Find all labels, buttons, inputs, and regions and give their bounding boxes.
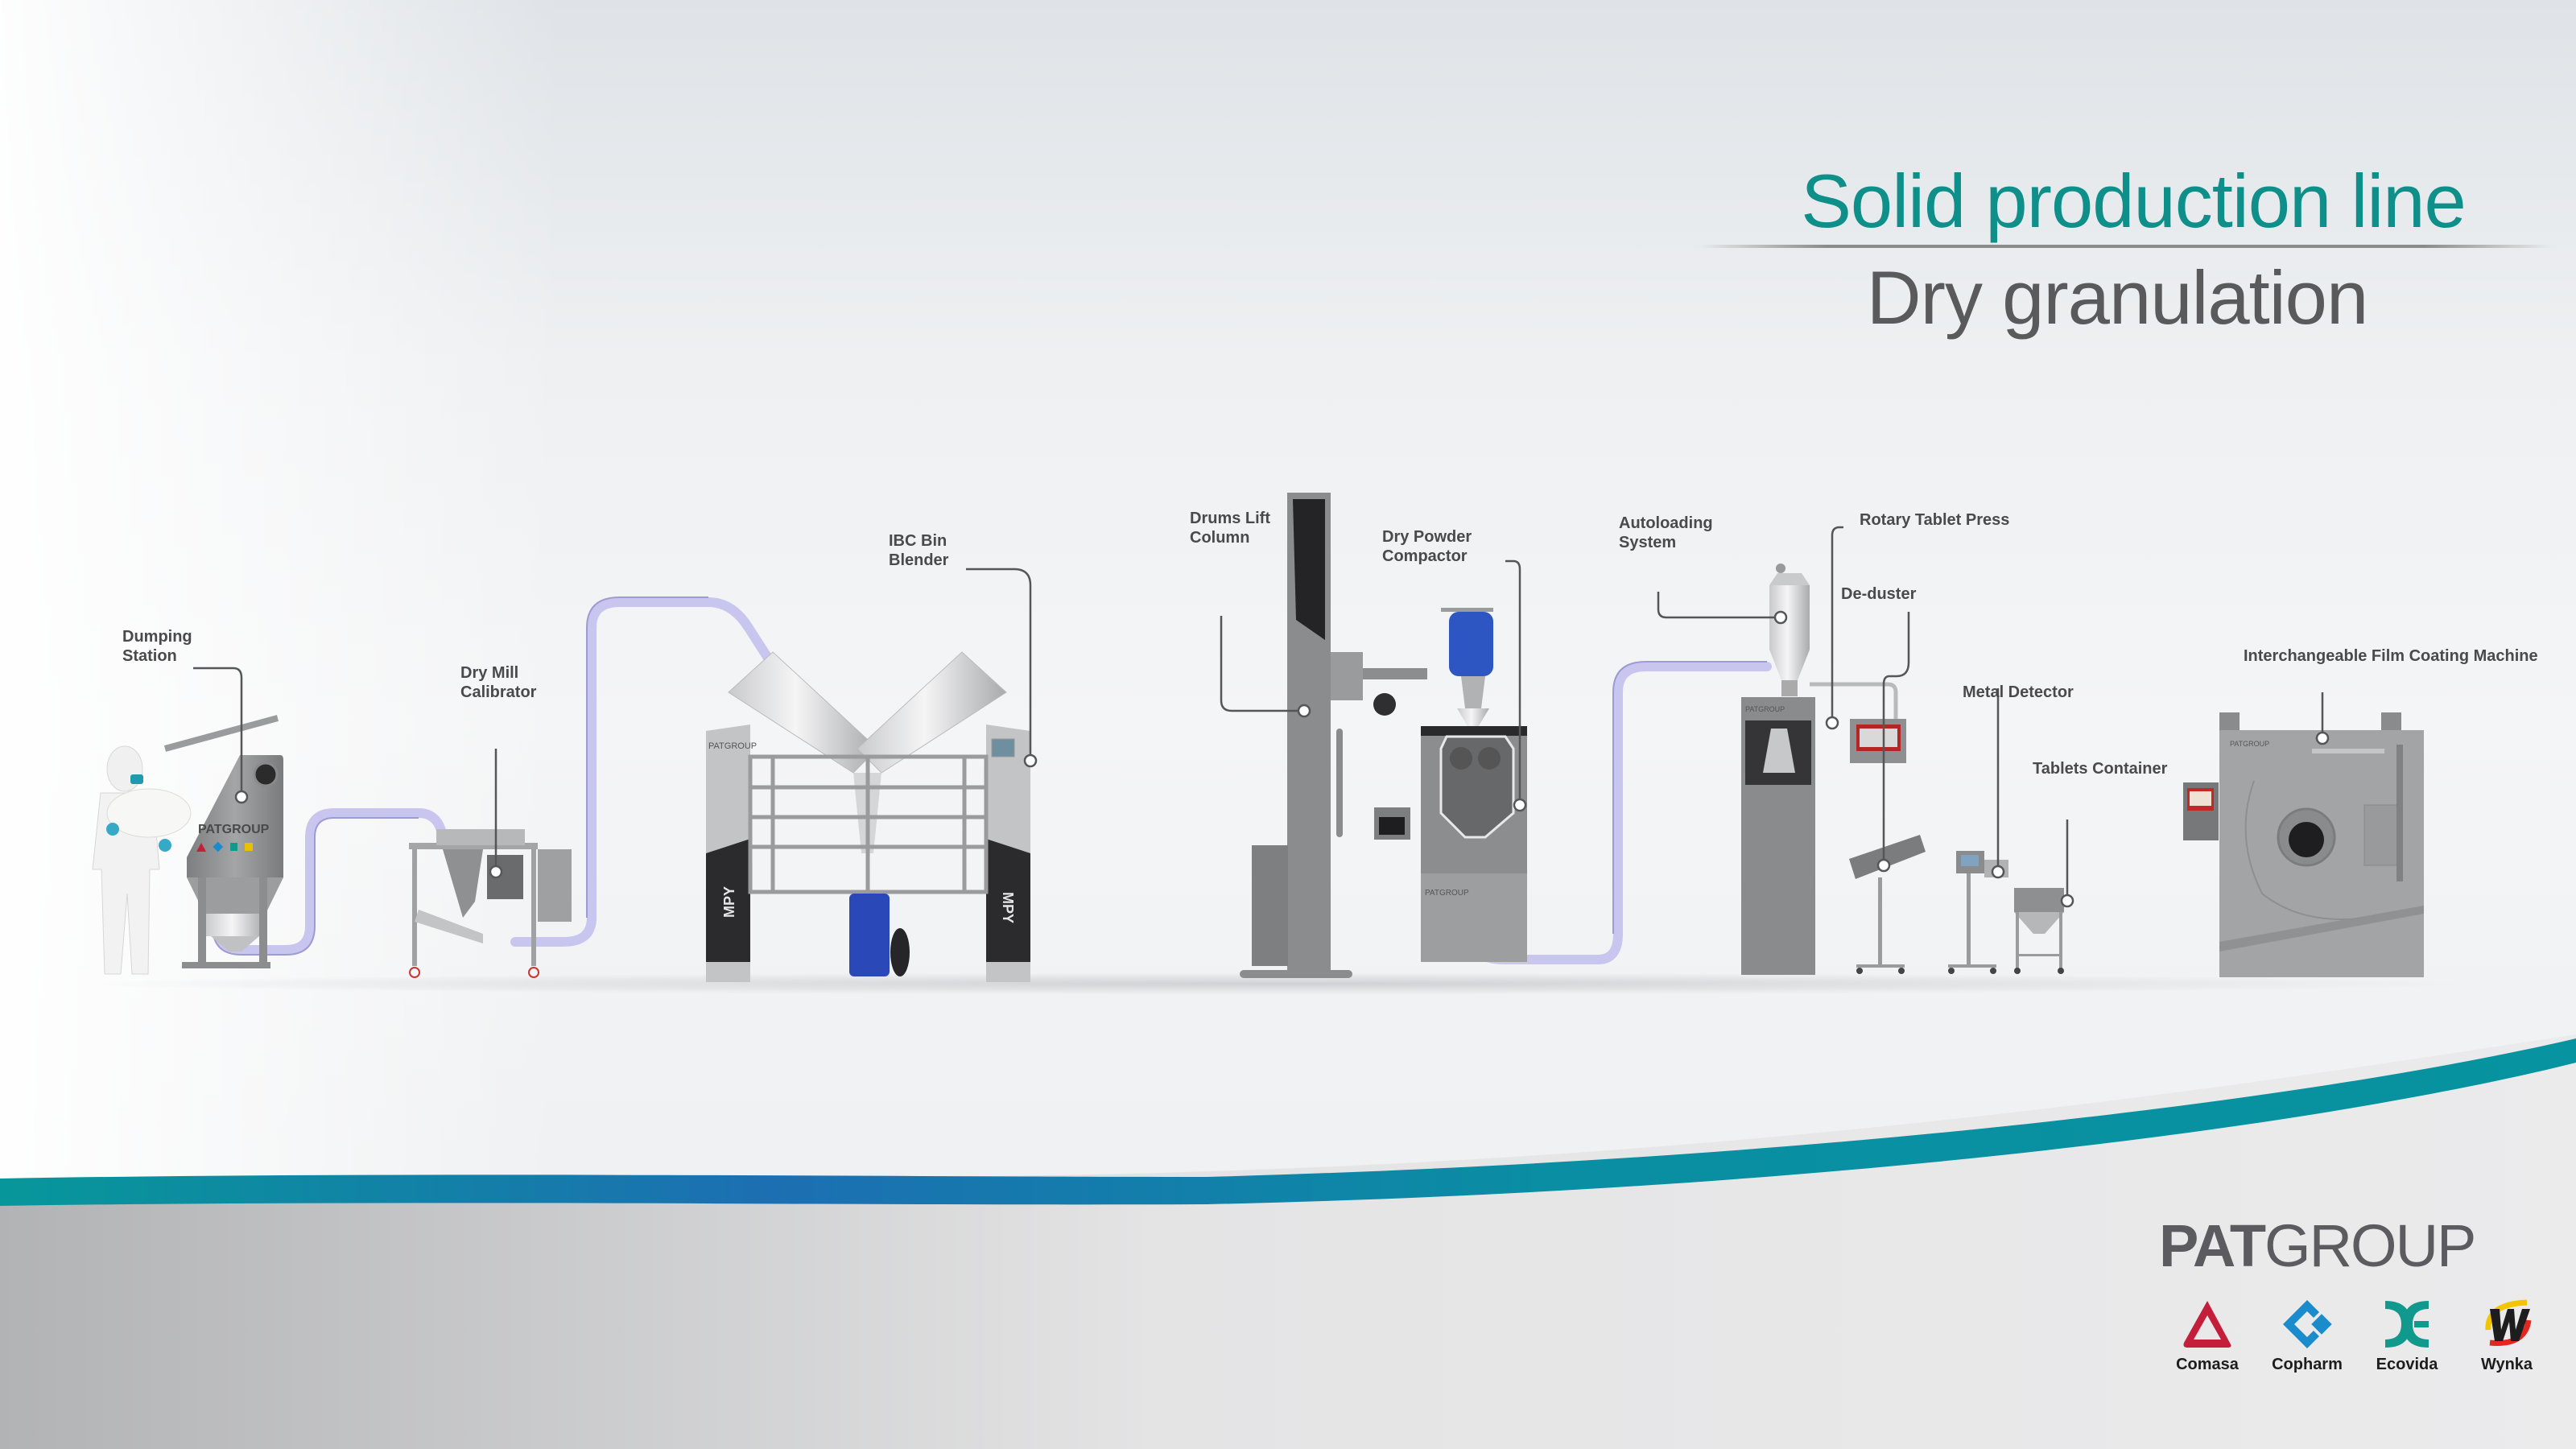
brand-name: Comasa <box>2176 1356 2239 1373</box>
floor-shadow <box>80 972 2496 995</box>
svg-text:PATGROUP: PATGROUP <box>1745 705 1785 713</box>
title-block: Solid production line Dry granulation <box>1690 153 2576 346</box>
label-dumping-station: Dumping Station <box>122 628 192 665</box>
title-divider <box>1699 245 2552 248</box>
callout-dots <box>234 610 2330 908</box>
triangle-icon <box>2183 1301 2231 1348</box>
label-metal-detector: Metal Detector <box>1963 683 2074 701</box>
label-tablets-container: Tablets Container <box>2033 760 2168 778</box>
logo-bold-part: PAT <box>2159 1212 2266 1279</box>
svg-text:PATGROUP: PATGROUP <box>198 823 270 836</box>
patgroup-logo: PATGROUP <box>2159 1212 2476 1279</box>
tablets-container-machine <box>2014 888 2064 974</box>
dx-icon <box>2385 1301 2429 1348</box>
svg-text:MPY: MPY <box>1000 892 1016 923</box>
ibc-bin-blender-machine: MPY MPY PATGROUP <box>706 651 1030 982</box>
diamond-icon <box>2283 1300 2332 1348</box>
brand-copharm: Copharm <box>2257 1298 2357 1374</box>
callout-leader-lines <box>193 526 2324 897</box>
label-drums-lift-column: Drums Lift Column <box>1190 510 1270 547</box>
svg-text:PATGROUP: PATGROUP <box>1425 889 1469 898</box>
brand-ecovida: Ecovida <box>2357 1298 2457 1374</box>
operator-figure <box>92 745 192 975</box>
brand-name: Ecovida <box>2376 1356 2438 1373</box>
film-coating-machine: PATGROUP <box>2183 712 2424 977</box>
label-ibc-bin-blender: IBC Bin Blender <box>889 532 949 569</box>
label-dry-mill-calibrator: Dry Mill Calibrator <box>460 664 537 701</box>
brand-name: Wynka <box>2480 1356 2533 1373</box>
metal-detector-machine <box>1948 851 2008 974</box>
label-de-duster: De-duster <box>1841 585 1917 603</box>
teal-wave-band <box>0 1038 2576 1206</box>
background-highlight <box>0 0 564 1208</box>
svg-text:PATGROUP: PATGROUP <box>2230 740 2269 748</box>
w-icon <box>2485 1299 2532 1346</box>
dry-powder-compactor-machine: PATGROUP <box>1374 608 1527 962</box>
page-title: Solid production line <box>1801 159 2467 243</box>
rotary-tablet-press-machine: PATGROUP <box>1741 564 1906 975</box>
de-duster-machine <box>1849 835 1926 974</box>
brand-wynka: Wynka <box>2457 1298 2557 1374</box>
dry-mill-calibrator-machine <box>409 829 572 978</box>
label-dry-powder-compactor: Dry Powder Compactor <box>1382 528 1472 565</box>
svg-text:PATGROUP: PATGROUP <box>708 741 757 751</box>
tube-edges <box>212 597 1767 956</box>
brand-name: Copharm <box>2272 1356 2343 1373</box>
page-subtitle: Dry granulation <box>1866 255 2368 340</box>
brand-comasa: Comasa <box>2157 1298 2257 1374</box>
label-film-coating-machine: Interchangeable Film Coating Machine <box>2244 647 2538 665</box>
label-rotary-tablet-press: Rotary Tablet Press <box>1860 511 2010 529</box>
logo-light-part: GROUP <box>2264 1212 2476 1279</box>
drums-lift-column-machine <box>1240 493 1427 978</box>
label-autoloading-system: Autoloading System <box>1619 514 1713 551</box>
svg-text:MPY: MPY <box>721 886 737 918</box>
dumping-station-machine: PATGROUP <box>92 715 283 975</box>
brand-logos: Comasa Copharm Ecovida Wynka <box>2157 1298 2557 1374</box>
